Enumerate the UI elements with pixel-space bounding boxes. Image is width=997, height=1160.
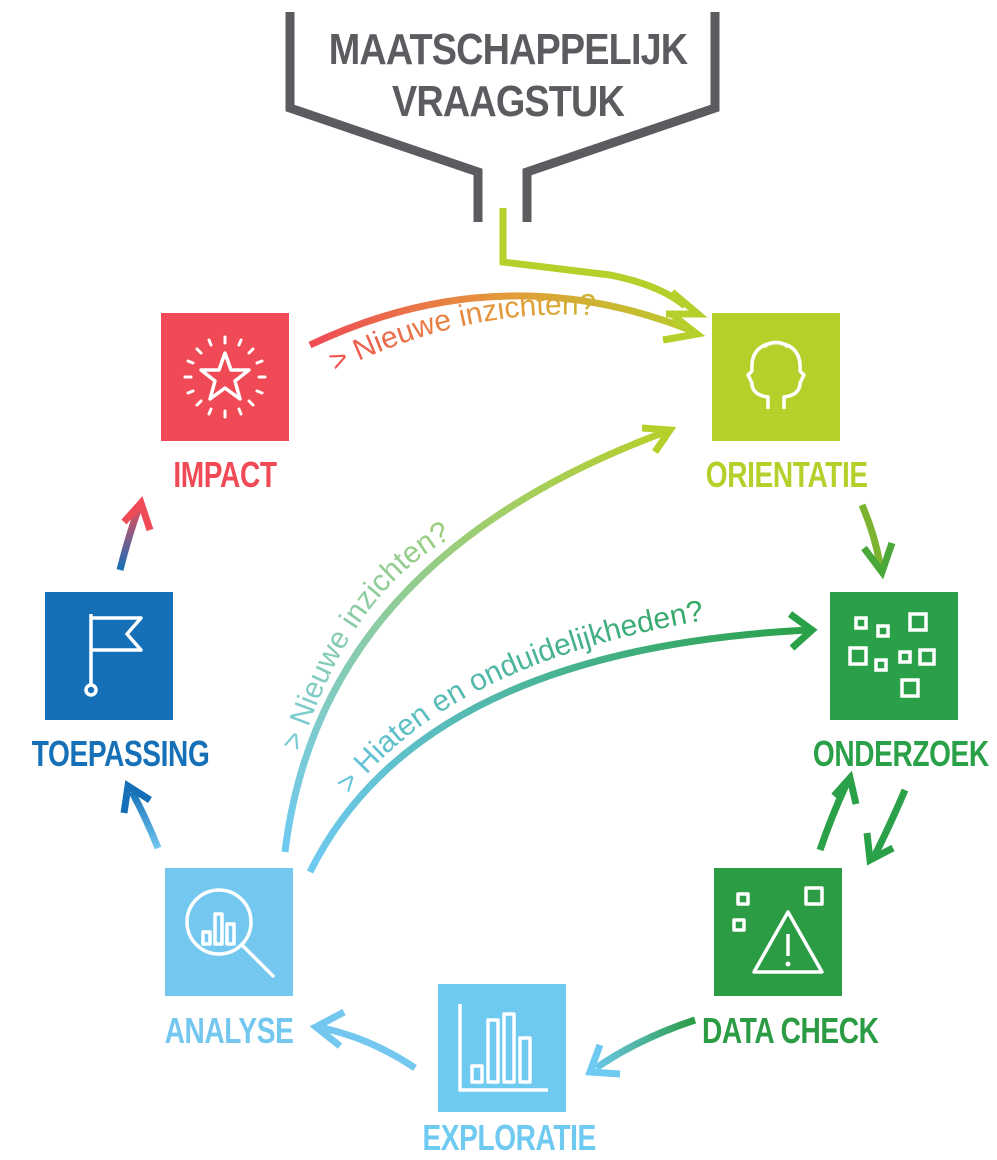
funnel-right-wall [522, 12, 720, 222]
datacheck-label: DATA CHECK [702, 1010, 879, 1051]
orientatie-label: ORIENTATIE [705, 454, 868, 495]
datacheck-to-exploratie-arrow [594, 1016, 697, 1071]
exploratie-label: EXPLORATIE [422, 1117, 596, 1158]
warning-triangle-icon [732, 886, 824, 974]
flag-icon [84, 614, 143, 697]
impact-label: IMPACT [173, 454, 277, 495]
onderzoek-node [830, 592, 958, 720]
analyse-label: ANALYSE [164, 1010, 294, 1051]
impact-orientatie-question: > Nieuwe inzichten? [324, 288, 597, 378]
two-heads-icon [746, 340, 806, 409]
analyse-to-orientatie-arrow [281, 428, 667, 853]
scattered-squares-icon [848, 612, 936, 698]
orientatie-to-onderzoek-arrow [858, 503, 884, 566]
toepassing-label: TOEPASSING [31, 733, 210, 774]
exploratie-to-analyse-arrow [321, 1024, 417, 1071]
star-burst-icon [183, 335, 267, 419]
title-line-1: MAATSCHAPPELIJK [328, 25, 688, 74]
onderzoek-label: ONDERZOEK [812, 733, 989, 774]
analyse-to-onderzoek-arrow [306, 626, 809, 874]
orientatie-node [712, 313, 840, 441]
impact-to-orientatie-arrow [308, 292, 692, 349]
impact-node [161, 313, 289, 441]
analyse-to-toepassing-arrow [128, 790, 162, 850]
exploratie-node [438, 984, 566, 1112]
analyse-node [165, 868, 293, 996]
title-line-2: VRAAGSTUK [392, 77, 625, 126]
toepassing-to-impact-arrow [116, 508, 142, 571]
datacheck-node [714, 868, 842, 996]
magnifier-chart-icon [185, 888, 275, 978]
bar-chart-icon [458, 1004, 548, 1092]
funnel-left-wall [285, 12, 483, 222]
toepassing-node [45, 592, 173, 720]
onderzoek-to-datacheck-arrow [871, 788, 909, 857]
